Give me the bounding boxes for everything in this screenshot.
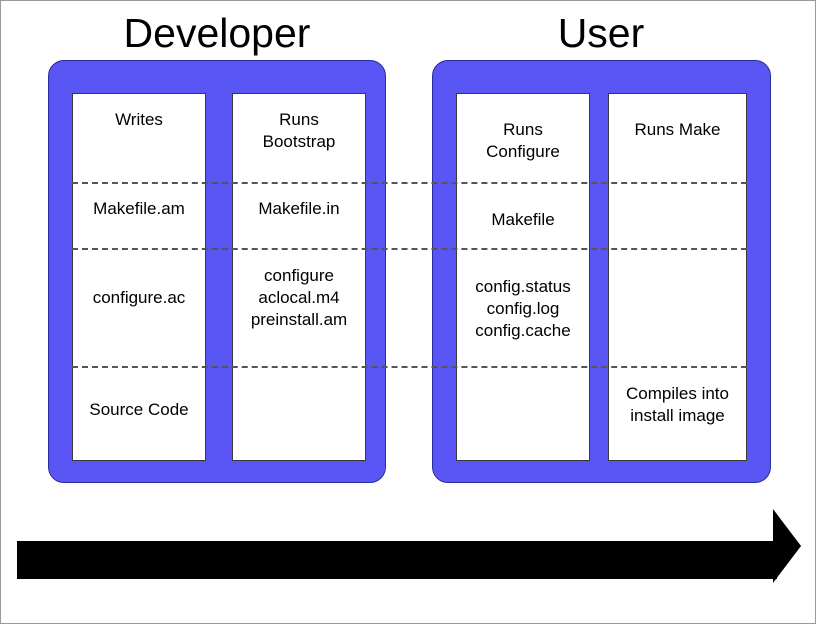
cell-user-make-row3: Compiles into install image: [626, 384, 729, 425]
cell-developer-writes-row3: Source Code: [89, 400, 189, 419]
cell-developer-writes-header: Writes: [115, 110, 163, 129]
row-separator-1: [72, 182, 747, 184]
cell-user-configure-row1: Makefile: [491, 210, 555, 229]
cell-user-configure-header: Runs Configure: [486, 120, 560, 161]
group-title-developer: Developer: [123, 10, 311, 56]
cell-developer-bootstrap-header: Runs Bootstrap: [262, 110, 336, 151]
flow-arrow-icon: [17, 509, 801, 583]
column-developer-bootstrap: [232, 93, 366, 461]
row-separator-2: [72, 248, 747, 250]
row-separator-3: [72, 366, 747, 368]
group-title-user: User: [557, 10, 645, 56]
cell-developer-bootstrap-row1: Makefile.in: [258, 199, 340, 218]
column-user-configure: [456, 93, 590, 461]
cell-developer-writes-row2: configure.ac: [92, 288, 186, 307]
cell-user-configure-row2: config.status config.log config.cache: [475, 277, 571, 340]
column-user-make: [608, 93, 747, 461]
cell-developer-writes-row1: Makefile.am: [93, 199, 185, 218]
cell-user-make-header: Runs Make: [634, 120, 721, 139]
column-developer-writes: [72, 93, 206, 461]
cell-developer-bootstrap-row2: configure aclocal.m4 preinstall.am: [250, 266, 348, 329]
